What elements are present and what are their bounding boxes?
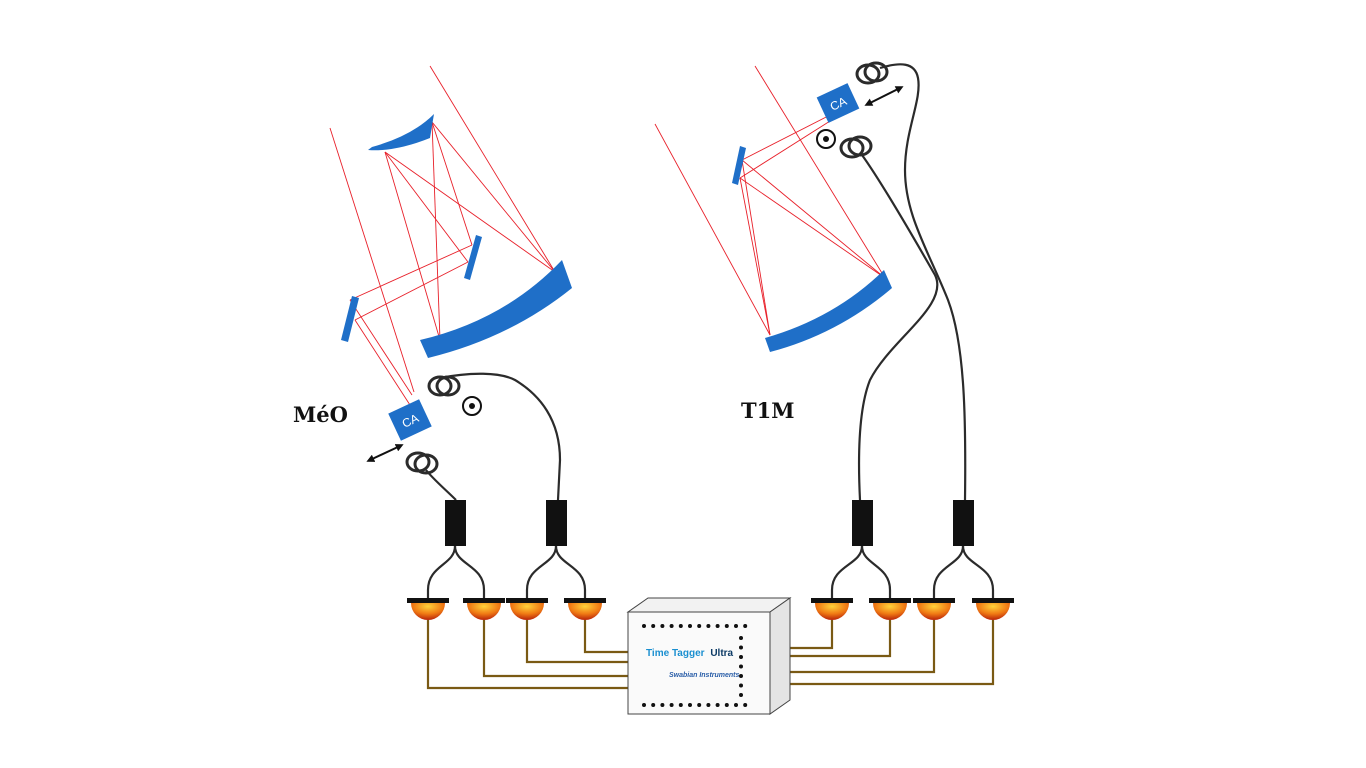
port-dot: [669, 703, 674, 707]
port-dot: [697, 624, 702, 628]
meo-light-rays: [329, 65, 556, 406]
t1m-fiber-coils: [839, 61, 889, 159]
port-dot: [739, 683, 743, 688]
t1m-splitter-2: [932, 500, 995, 598]
meo-splitter-2: [525, 500, 587, 598]
detector-2: [463, 598, 505, 620]
port-dot: [642, 624, 646, 628]
t1m-translation-arrow: [864, 86, 904, 106]
detector-1: [407, 598, 449, 620]
detector-4: [564, 598, 606, 620]
port-dot: [651, 703, 656, 707]
detector-3: [506, 598, 548, 620]
t1m-telescope: CA T1M: [654, 61, 967, 501]
meo-telescope: CA MéO: [293, 65, 572, 501]
port-dot: [743, 703, 748, 707]
port-dot: [642, 703, 646, 707]
t1m-polarization-symbol: [816, 129, 836, 149]
port-dot: [706, 703, 711, 707]
meo-polarization-symbol: [462, 396, 482, 416]
meo-label: MéO: [293, 402, 348, 427]
meo-ca-label: CA: [400, 411, 421, 431]
time-tagger-ports: [642, 624, 748, 707]
port-dot: [715, 703, 720, 707]
port-dot: [660, 703, 665, 707]
meo-fold-mirror-right: [464, 235, 482, 280]
port-dot: [734, 624, 738, 628]
time-tagger-brand: Swabian Instruments: [669, 672, 740, 679]
port-dot: [715, 624, 720, 628]
time-tagger-box: Time Tagger Ultra Swabian Instruments: [626, 597, 792, 715]
detector-7: [913, 598, 955, 620]
port-dot: [739, 645, 743, 650]
port-dot: [706, 624, 711, 628]
detector-6: [869, 598, 911, 620]
meo-fold-mirror-left: [341, 296, 359, 342]
t1m-secondary-mirror: [732, 146, 746, 185]
detector-8: [972, 598, 1014, 620]
port-dot: [669, 624, 674, 628]
t1m-label: T1M: [741, 398, 794, 423]
port-dot: [724, 624, 729, 628]
port-dot: [734, 703, 738, 707]
port-dot: [724, 703, 729, 707]
meo-secondary-mirror: [368, 114, 434, 151]
meo-ca-module: CA: [388, 399, 432, 441]
port-dot: [739, 674, 743, 678]
port-dot: [739, 655, 743, 659]
t1m-light-rays: [654, 65, 886, 336]
signal-cables: [426, 620, 995, 690]
port-dot: [688, 624, 692, 628]
t1m-ca-module: CA: [816, 83, 860, 123]
meo-splitter-1: [426, 500, 486, 598]
port-dot: [678, 703, 683, 707]
port-dot: [651, 624, 656, 628]
meo-translation-arrow: [366, 444, 404, 462]
detector-5: [811, 598, 853, 620]
port-dot: [739, 693, 743, 697]
t1m-primary-mirror: [765, 270, 892, 352]
t1m-ca-label: CA: [828, 94, 849, 114]
t1m-fibers: [857, 63, 967, 501]
port-dot: [743, 624, 748, 628]
port-dot: [660, 624, 665, 628]
meo-primary-mirror: [420, 260, 572, 358]
t1m-splitter-1: [830, 500, 892, 598]
port-dot: [739, 664, 743, 669]
single-photon-detectors: [407, 598, 1014, 620]
port-dot: [678, 624, 683, 628]
time-tagger-title: Time Tagger Ultra: [646, 648, 734, 659]
port-dot: [739, 636, 743, 640]
port-dot: [688, 703, 692, 707]
port-dot: [697, 703, 702, 707]
meo-fibers: [425, 372, 562, 501]
